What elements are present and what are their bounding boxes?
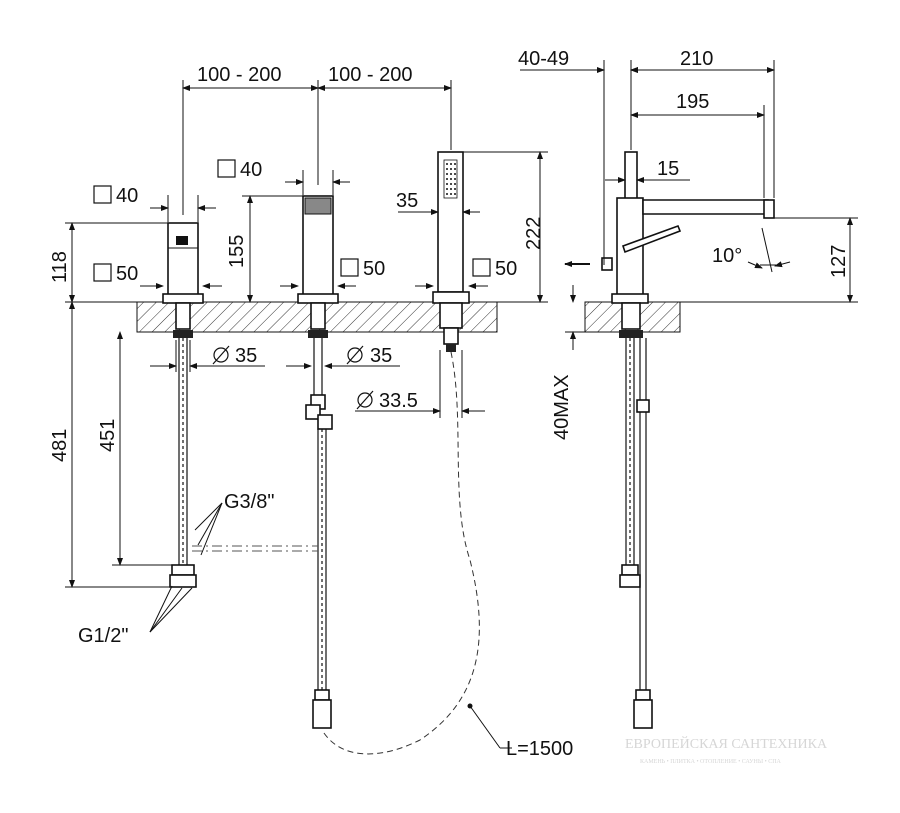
dim-side-height-127: 127 [828,245,850,278]
dim-shower-height-222: 222 [523,217,545,250]
dim-side-offset: 40-49 [518,48,569,70]
dim-mid-square-40: 40 [240,159,262,181]
dim-left-square-40: 40 [116,185,138,207]
dim-height-481: 481 [49,429,71,462]
watermark-title: ЕВРОПЕЙСКАЯ САНТЕХНИКА [625,735,828,752]
dim-spacing-2: 100 - 200 [328,64,413,86]
dim-left-height-118: 118 [49,251,71,283]
side-view-mixer [564,151,775,729]
dim-shower-square-50: 50 [495,258,517,280]
diameter-icon-left [212,345,230,365]
dim-mid-height-155: 155 [226,235,248,268]
dim-side-reach-210: 210 [680,48,713,70]
hand-shower [321,151,480,755]
dim-shower-width-35: 35 [396,190,418,212]
label-thread-g38: G3/8" [224,491,274,513]
diameter-icon-middle [346,345,364,365]
watermark-subtitle: КАМЕНЬ • ПЛИТКА • ОТОПЛЕНИЕ • САУНЫ • СП… [640,759,782,765]
dim-mid-square-50: 50 [363,258,385,280]
left-mixer [162,222,204,588]
dim-diameter-shower: 33.5 [379,390,418,412]
dim-side-width-15: 15 [657,158,679,180]
dim-diameter-left: 35 [235,345,257,367]
dim-side-reach-195: 195 [676,91,709,113]
diameter-icon-shower [356,390,374,410]
dim-left-square-50: 50 [116,263,138,285]
label-thread-g12: G1/2" [78,625,128,647]
dim-height-451: 451 [97,419,119,452]
label-hose-length: L=1500 [506,738,573,760]
dim-side-deck-max: 40MAX [551,374,573,440]
dim-side-angle: 10° [712,245,742,267]
middle-mixer [297,195,339,729]
dim-diameter-mid: 35 [370,345,392,367]
dim-spacing-1: 100 - 200 [197,64,282,86]
